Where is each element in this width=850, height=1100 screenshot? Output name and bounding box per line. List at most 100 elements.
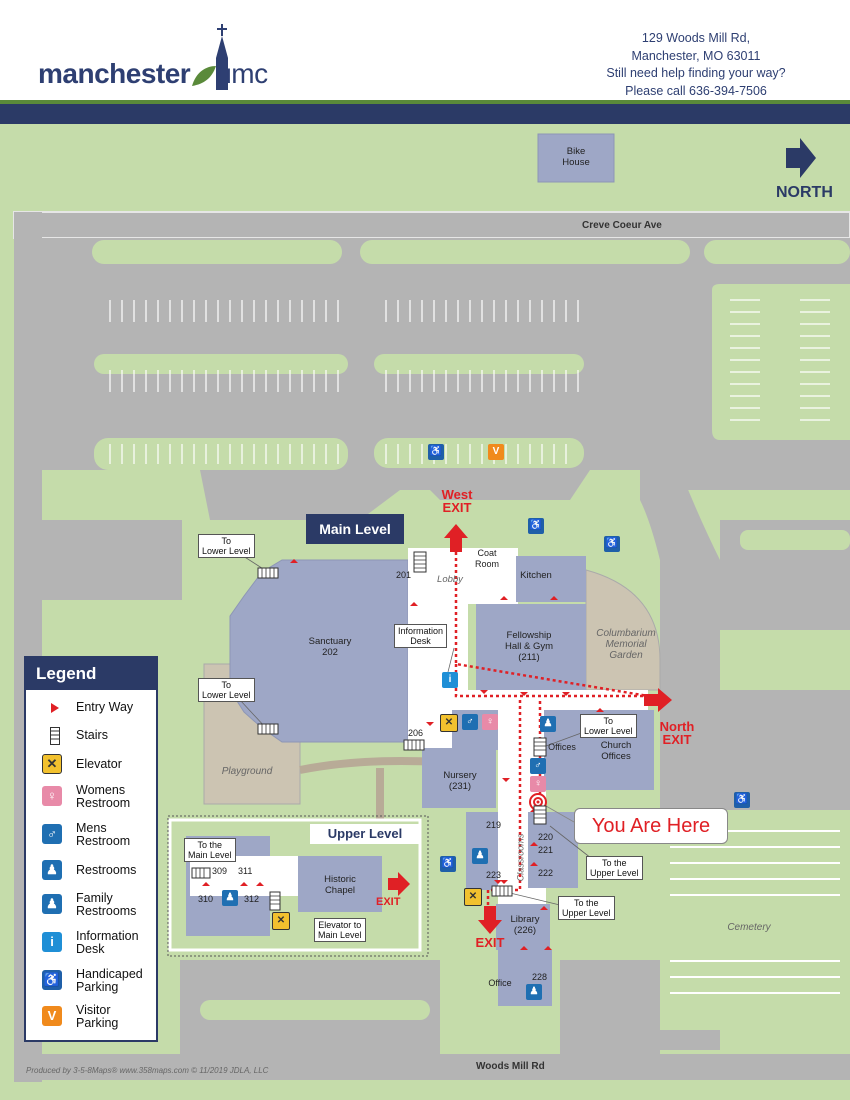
columbarium-area — [585, 569, 661, 691]
south-exit-label: EXIT — [475, 935, 505, 950]
mens-restroom-icon[interactable]: ♂ — [462, 714, 478, 730]
visitor-parking-icon: V — [488, 444, 504, 460]
room-309: 309 — [212, 866, 228, 876]
entry-way-icon — [51, 703, 59, 713]
womens-restroom-icon: ♀ — [42, 786, 62, 806]
chapel-exit-arrow — [388, 872, 410, 896]
bike-house-building — [537, 133, 615, 183]
room-201: 201 — [396, 570, 412, 580]
elevator-icon[interactable]: ✕ — [272, 912, 290, 930]
classrooms-label: Classrooms — [515, 833, 526, 882]
phone-line[interactable]: Please call 636-394-7506 — [625, 83, 767, 98]
room-221: 221 — [538, 845, 554, 855]
legend-item: ♀ Womens Restroom — [26, 784, 156, 820]
womens-restroom-icon[interactable]: ♀ — [482, 714, 498, 730]
chapel-exit-label: EXIT — [376, 896, 401, 908]
library-label[interactable]: Library(226) — [510, 914, 540, 936]
kitchen-label[interactable]: Kitchen — [520, 570, 552, 581]
restrooms-icon[interactable]: ♟ — [222, 890, 238, 906]
room-228: 228 — [532, 972, 548, 982]
legend-item: ♿ Handicaped Parking — [42, 967, 143, 994]
header-accent-bar — [0, 100, 850, 104]
church-steeple-icon — [216, 24, 228, 90]
main-level-title: Main Level — [306, 514, 404, 544]
nursery-label[interactable]: Nursery(231) — [443, 770, 477, 792]
room-310: 310 — [198, 894, 214, 904]
information-icon[interactable]: i — [442, 672, 458, 688]
address-line: Manchester, MO 63011 — [631, 48, 761, 63]
legend: Legend Entry Way Stairs ✕ Elevator ♀ Wom… — [24, 656, 158, 1042]
handicapped-icon: ♿ — [604, 536, 620, 552]
information-icon: i — [42, 932, 62, 952]
family-restroom-icon[interactable]: ♟ — [540, 716, 556, 732]
north-exit-arrow — [644, 688, 672, 712]
handicapped-icon: ♿ — [42, 970, 62, 990]
south-exit-arrow — [478, 906, 502, 934]
nursery-building — [422, 748, 496, 808]
cemetery-area — [650, 820, 850, 1030]
address-block: 129 Woods Mill Rd, Manchester, MO 63011 … — [566, 30, 826, 100]
leaf-icon — [192, 66, 216, 86]
address-line: 129 Woods Mill Rd, — [641, 31, 751, 45]
legend-item: Stairs — [26, 726, 156, 762]
legend-title: Legend — [26, 658, 156, 690]
legend-item: ♟ Restrooms — [26, 860, 156, 896]
sanctuary-building — [229, 559, 409, 743]
legend-item: ♟ Family Restrooms — [26, 892, 156, 928]
cemetery-label: Cemetery — [727, 922, 771, 933]
logo-sub: umc — [216, 58, 268, 89]
room-312: 312 — [244, 894, 260, 904]
mens-restroom-icon: ♂ — [42, 824, 62, 844]
legend-item: ♂ Mens Restroom — [26, 822, 156, 858]
west-exit-arrow — [444, 524, 468, 552]
woods-mill-road — [14, 1054, 850, 1080]
upper-level-title: Upper Level — [310, 824, 420, 844]
legend-item: ✕ Elevator — [26, 754, 156, 790]
elevator-icon[interactable]: ✕ — [440, 714, 458, 732]
road-label-top: Creve Coeur Ave — [582, 220, 662, 231]
header-navy-bar — [0, 104, 850, 124]
offices-label[interactable]: Offices — [548, 742, 576, 752]
elevator-icon[interactable]: ✕ — [464, 888, 482, 906]
womens-restroom-icon[interactable]: ♀ — [530, 776, 546, 792]
creve-coeur-road — [14, 212, 850, 238]
room-220: 220 — [538, 832, 554, 842]
family-restroom-icon: ♟ — [42, 894, 62, 914]
footer-credit: Produced by 3-5-8Maps® www.358maps.com ©… — [26, 1066, 269, 1075]
room-219: 219 — [486, 820, 502, 830]
mens-restroom-icon[interactable]: ♂ — [530, 758, 546, 774]
library-building — [496, 904, 550, 950]
room-223: 223 — [486, 870, 502, 880]
restrooms-icon[interactable]: ♟ — [472, 848, 488, 864]
lobby-label: Lobby — [437, 574, 463, 585]
handicapped-icon: ♿ — [428, 444, 444, 460]
handicapped-icon: ♿ — [528, 518, 544, 534]
legend-item: Entry Way — [26, 698, 156, 734]
you-are-here-label: You Are Here — [574, 808, 728, 844]
visitor-parking-icon: V — [42, 1006, 62, 1026]
restrooms-icon[interactable]: ♟ — [526, 984, 542, 1000]
restrooms-icon: ♟ — [42, 860, 62, 880]
stairs-icon — [50, 727, 60, 745]
room-311: 311 — [238, 866, 253, 876]
office-label[interactable]: Office — [488, 978, 512, 988]
